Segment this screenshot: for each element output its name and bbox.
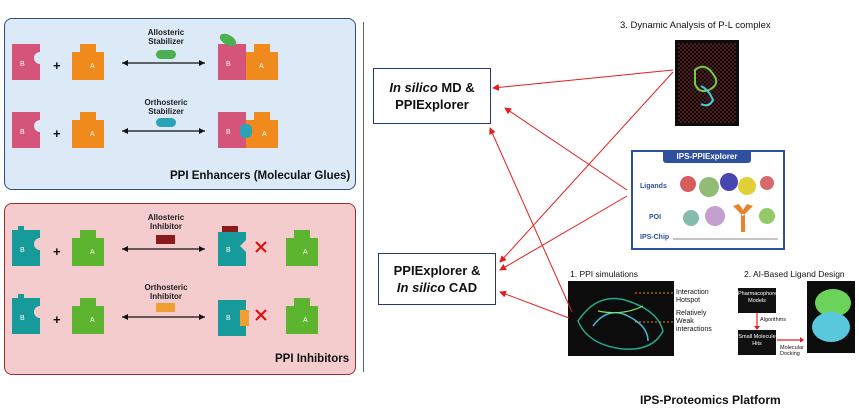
docking-image bbox=[807, 281, 855, 353]
allosteric-inhibitor-shape bbox=[156, 235, 175, 244]
svg-text:A: A bbox=[90, 131, 95, 138]
svg-text:B: B bbox=[226, 61, 231, 68]
md-ppiexplorer-box: In silico MD & PPIExplorer bbox=[373, 68, 491, 124]
ips-row-poi: POI bbox=[649, 214, 662, 221]
protein-b-label: B bbox=[20, 61, 25, 68]
ips-row-ligands: Ligands bbox=[640, 183, 667, 190]
block-x-icon bbox=[255, 309, 267, 321]
dynamic-analysis-title: 3. Dynamic Analysis of P-L complex bbox=[620, 20, 771, 31]
divider bbox=[363, 22, 364, 372]
svg-text:A: A bbox=[259, 63, 264, 70]
enhancers-panel bbox=[4, 18, 356, 190]
svg-text:A: A bbox=[262, 131, 267, 138]
algorithms-label: Algorithms bbox=[760, 317, 786, 323]
svg-text:B: B bbox=[226, 129, 231, 136]
ppi-sim-callouts bbox=[635, 292, 675, 323]
orthosteric-inhibitor-shape bbox=[156, 303, 175, 312]
platform-title: IPS-Proteomics Platform bbox=[640, 393, 781, 407]
plus-sign: + bbox=[53, 58, 61, 73]
svg-text:B: B bbox=[20, 247, 25, 254]
ips-chip-header: IPS-PPIExplorer bbox=[663, 151, 751, 163]
protein-a-label: A bbox=[90, 63, 95, 70]
svg-text:+: + bbox=[53, 312, 61, 327]
svg-text:B: B bbox=[226, 315, 231, 322]
pl-complex-image bbox=[675, 40, 739, 126]
enh-row-orthosteric: B + A B A bbox=[12, 112, 278, 148]
ppi-mechanism-diagram: B + A B A B + A B A B + A bbox=[12, 33, 318, 336]
svg-text:A: A bbox=[303, 317, 308, 324]
ai-design-arrows bbox=[754, 313, 804, 342]
block-x-icon bbox=[255, 241, 267, 253]
inh-row-allosteric: B + A B A bbox=[12, 226, 318, 266]
ppi-sim-title: 1. PPI simulations bbox=[570, 269, 639, 279]
svg-text:B: B bbox=[20, 315, 25, 322]
ppi-sim-image bbox=[568, 281, 674, 356]
enhancers-title: PPI Enhancers (Molecular Glues) bbox=[170, 170, 351, 182]
enh-row-allosteric: B + A B A bbox=[12, 33, 278, 80]
svg-text:A: A bbox=[303, 249, 308, 256]
ai-design-title: 2. AI-Based Ligand Design bbox=[744, 269, 845, 279]
ips-row-chip: IPS-Chip bbox=[640, 234, 670, 241]
orthosteric-stabilizer-shape bbox=[156, 118, 176, 127]
inhibitors-title: PPI Inhibitors bbox=[275, 353, 350, 365]
svg-text:A: A bbox=[90, 317, 95, 324]
allosteric-stabilizer-shape bbox=[156, 50, 176, 59]
ips-chip-panel: IPS-PPIExplorer Ligands POI IPS-Chip bbox=[631, 150, 785, 250]
ppiexplorer-cad-box: PPIExplorer & In silico CAD bbox=[378, 253, 496, 305]
svg-text:A: A bbox=[90, 249, 95, 256]
ips-chip-molecules bbox=[673, 173, 778, 240]
inh-row-orthosteric: B + A B A bbox=[12, 294, 318, 336]
svg-text:B: B bbox=[20, 129, 25, 136]
svg-text:+: + bbox=[53, 244, 61, 259]
svg-text:B: B bbox=[226, 247, 231, 254]
svg-text:+: + bbox=[53, 126, 61, 141]
